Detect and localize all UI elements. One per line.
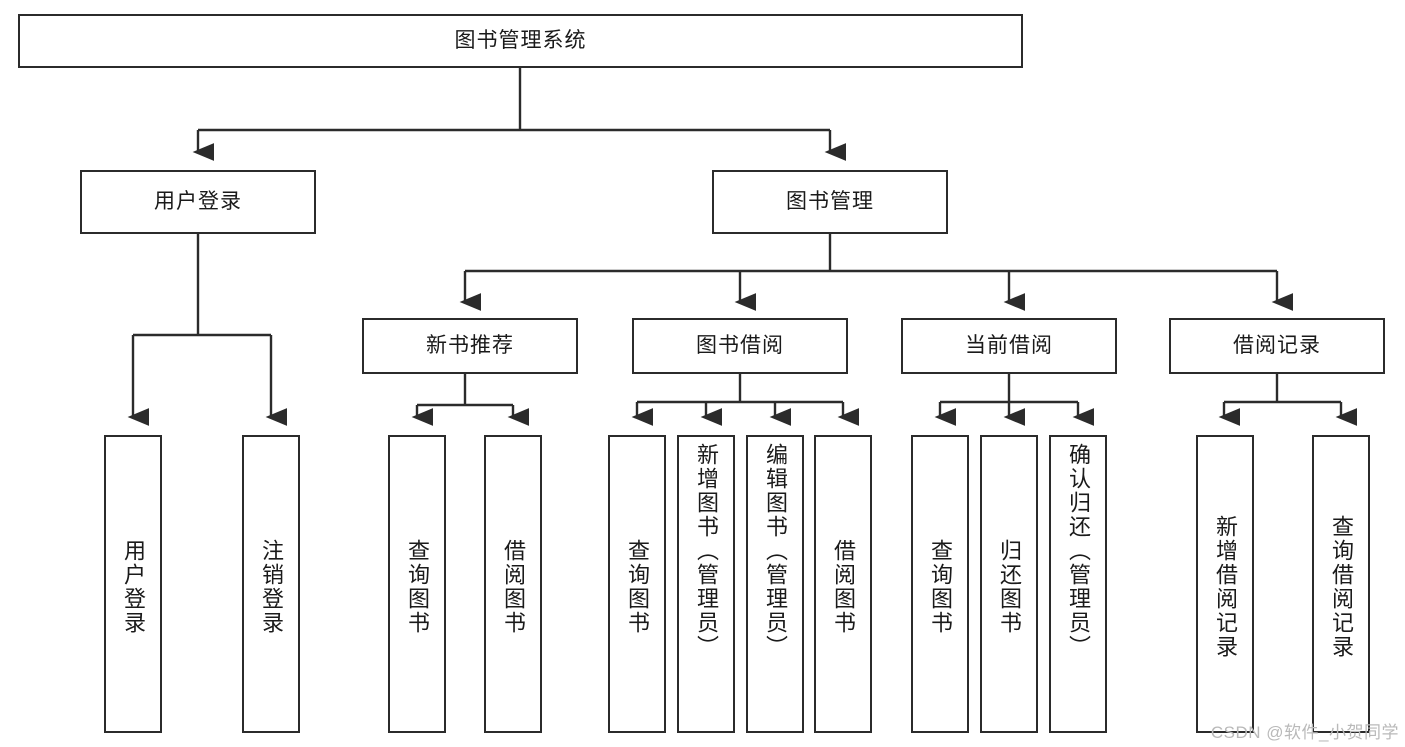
node-label: 用户登录 [154, 190, 242, 214]
node-label: 当前借阅 [965, 334, 1053, 358]
leaf-return-book[interactable]: 归还图书 [980, 435, 1038, 733]
node-label: 查询借阅记录 [1328, 515, 1354, 659]
node-borrow-record[interactable]: 借阅记录 [1169, 318, 1385, 374]
node-label: 借阅图书 [830, 539, 856, 635]
leaf-user-login[interactable]: 用户登录 [104, 435, 162, 733]
node-book-manage[interactable]: 图书管理 [712, 170, 948, 234]
leaf-query-book-recommend[interactable]: 查询图书 [388, 435, 446, 733]
node-label: 图书管理 [786, 190, 874, 214]
node-label: 图书管理系统 [454, 29, 587, 53]
leaf-borrow-book-borrow[interactable]: 借阅图书 [814, 435, 872, 733]
leaf-logout-login[interactable]: 注销登录 [242, 435, 300, 733]
node-label: 确认归还（管理员） [1065, 443, 1091, 659]
node-label: 新增借阅记录 [1212, 515, 1238, 659]
node-label: 新增图书（管理员） [693, 443, 719, 659]
node-label: 查询图书 [927, 539, 953, 635]
watermark: CSDN @软件_小贺同学 [1210, 723, 1399, 742]
leaf-edit-book-admin[interactable]: 编辑图书（管理员） [746, 435, 804, 733]
node-current-borrow[interactable]: 当前借阅 [901, 318, 1117, 374]
node-new-book-recommend[interactable]: 新书推荐 [362, 318, 578, 374]
node-label: 用户登录 [120, 539, 146, 635]
node-label: 归还图书 [996, 539, 1022, 635]
node-user-login[interactable]: 用户登录 [80, 170, 316, 234]
node-label: 借阅图书 [500, 539, 526, 635]
leaf-add-book-admin[interactable]: 新增图书（管理员） [677, 435, 735, 733]
node-book-borrow[interactable]: 图书借阅 [632, 318, 848, 374]
node-label: 借阅记录 [1233, 334, 1321, 358]
node-root-book-management-system[interactable]: 图书管理系统 [18, 14, 1023, 68]
node-label: 图书借阅 [696, 334, 784, 358]
leaf-query-book-borrow[interactable]: 查询图书 [608, 435, 666, 733]
leaf-add-borrow-record[interactable]: 新增借阅记录 [1196, 435, 1254, 733]
node-label: 注销登录 [258, 539, 284, 635]
leaf-borrow-book-recommend[interactable]: 借阅图书 [484, 435, 542, 733]
node-label: 查询图书 [404, 539, 430, 635]
node-label: 查询图书 [624, 539, 650, 635]
leaf-query-book-current[interactable]: 查询图书 [911, 435, 969, 733]
leaf-confirm-return-admin[interactable]: 确认归还（管理员） [1049, 435, 1107, 733]
node-label: 新书推荐 [426, 334, 514, 358]
leaf-query-borrow-record[interactable]: 查询借阅记录 [1312, 435, 1370, 733]
node-label: 编辑图书（管理员） [762, 443, 788, 659]
